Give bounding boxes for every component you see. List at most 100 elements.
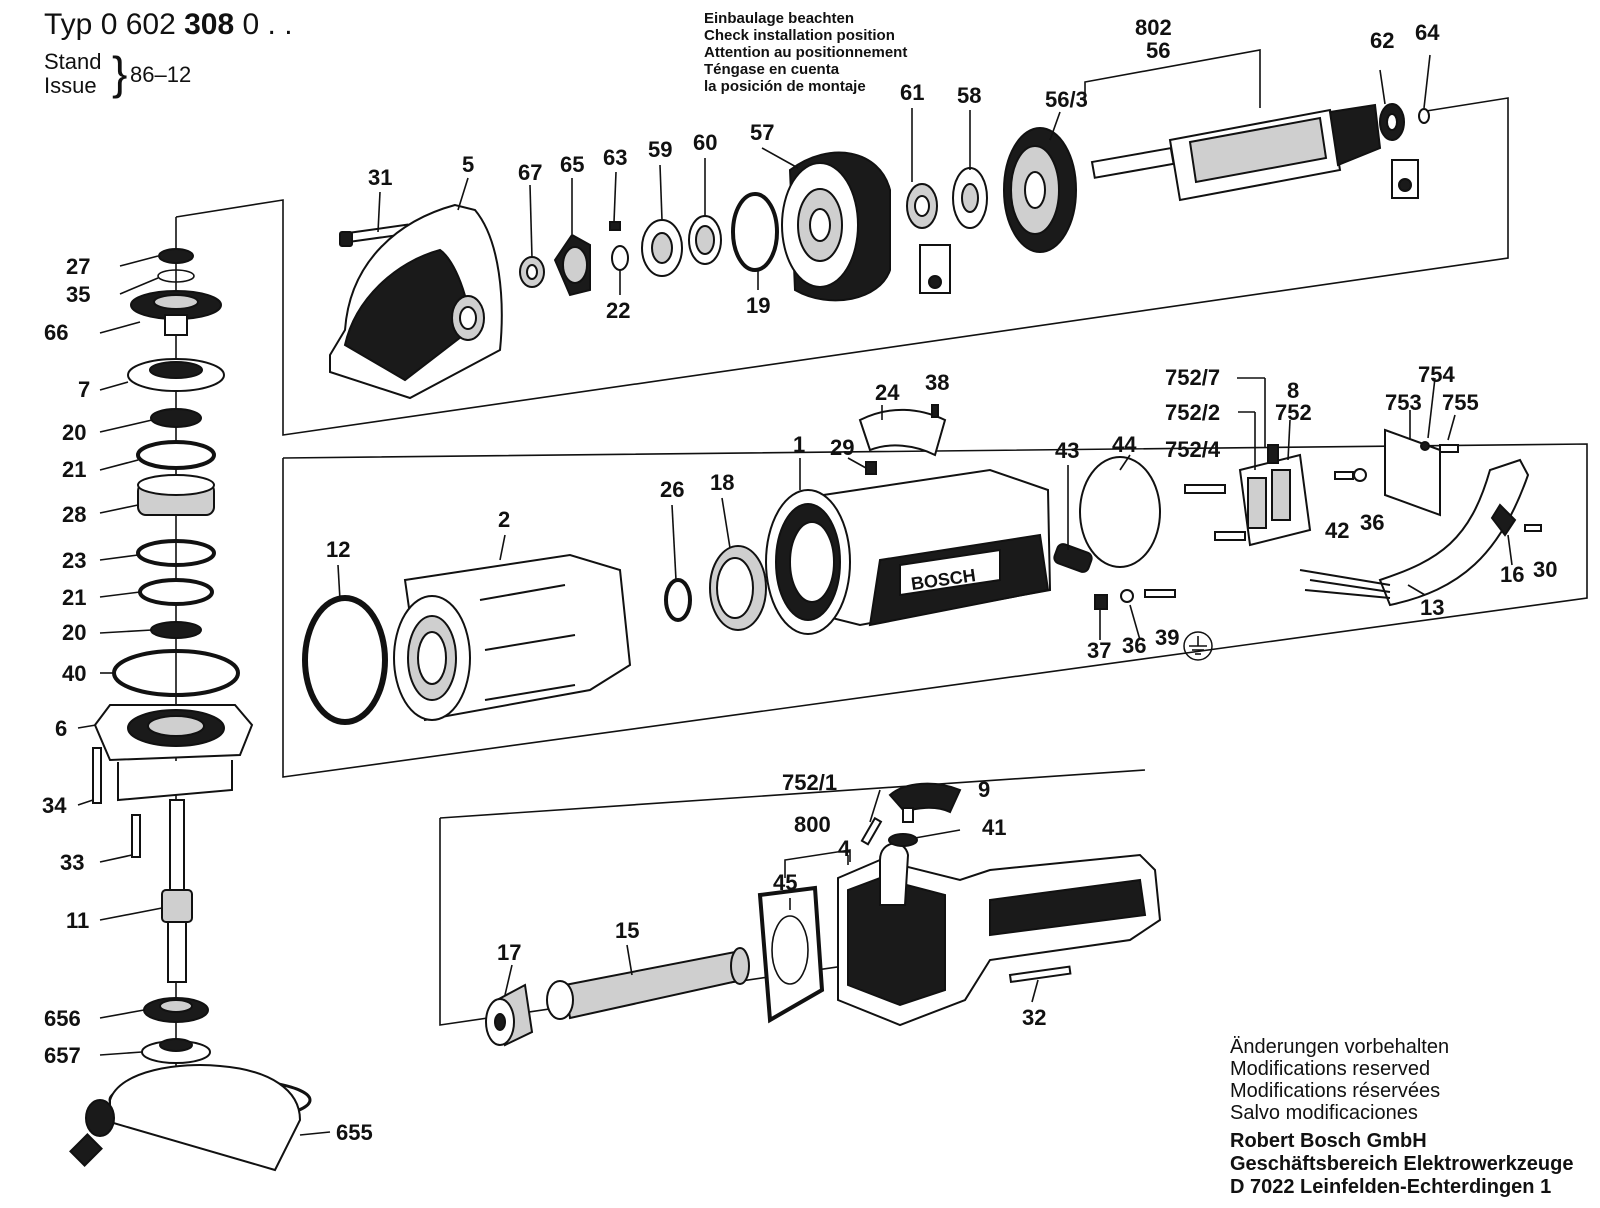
ring-20-bottom (150, 621, 202, 639)
bracket-802-56 (1084, 49, 1261, 108)
ring-35 (157, 269, 195, 283)
callout-39: 39 (1155, 625, 1179, 650)
callout-42: 42 (1325, 518, 1349, 543)
callout-800: 800 (794, 812, 831, 837)
screw-32 (1008, 965, 1072, 984)
gasket-12 (302, 595, 388, 725)
guard-655 (69, 1064, 312, 1172)
type-number: Typ 0 602 308 0 . . (44, 8, 293, 42)
callout-63: 63 (603, 145, 627, 170)
callout-752-2: 752/2 (1165, 400, 1220, 425)
callout-9: 9 (978, 777, 990, 802)
issue-date: 86–12 (130, 62, 192, 87)
company-city: D 7022 Leinfelden-Echterdingen 1 (1230, 1176, 1552, 1198)
callout-65: 65 (560, 152, 584, 177)
ring-64 (1418, 108, 1430, 124)
callout-30: 30 (1533, 557, 1557, 582)
switch-752 (1238, 444, 1312, 547)
callout-23: 23 (62, 548, 86, 573)
bearing-67 (519, 256, 545, 288)
callout-56-3: 56/3 (1045, 87, 1088, 112)
callout-12: 12 (326, 537, 350, 562)
stand-label: Stand (44, 49, 102, 74)
note-es: Salvo modificaciones (1230, 1102, 1418, 1124)
callout-752-7: 752/7 (1165, 365, 1220, 390)
carbon-holder-43 (1053, 543, 1093, 573)
washer-36b (1120, 589, 1134, 603)
callout-752: 752 (1275, 400, 1312, 425)
type-bold: 308 (184, 8, 235, 41)
bracket-800 (784, 849, 851, 878)
leader-lines (77, 54, 1513, 1136)
lever-9 (888, 782, 962, 823)
installation-note-es-2: la posición de montaje (704, 78, 866, 95)
callout-11: 11 (66, 908, 89, 933)
callout-8: 8 (1287, 378, 1299, 403)
callout-43: 43 (1055, 438, 1079, 463)
screw-34 (92, 747, 102, 804)
bearing-flange-7 (127, 358, 225, 392)
stand-issue-labels: Stand Issue (44, 50, 102, 98)
callout-20-top: 20 (62, 420, 86, 445)
modification-notes: Änderungen vorbehalten Modifications res… (1230, 1036, 1449, 1124)
gasket-45 (757, 885, 825, 1024)
callout-17: 17 (497, 940, 521, 965)
callout-20-bottom: 20 (62, 620, 86, 645)
company-name: Robert Bosch GmbH (1230, 1130, 1427, 1152)
note-en: Modifications reserved (1230, 1058, 1431, 1080)
screw-38 (931, 404, 939, 418)
type-suffix: 0 . . (242, 8, 293, 41)
bearing-ring-18 (709, 545, 767, 631)
cover-24 (858, 408, 947, 457)
callout-32: 32 (1022, 1005, 1046, 1030)
installation-note: Einbaulage beachten Check installation p… (704, 10, 907, 95)
callout-15: 15 (615, 918, 639, 943)
pinion-65 (553, 233, 591, 297)
bearing-27 (158, 248, 194, 264)
callout-27: 27 (66, 254, 90, 279)
screw-33 (131, 814, 141, 858)
callout-16: 16 (1500, 562, 1524, 587)
callout-29: 29 (830, 435, 854, 460)
screw-42 (1334, 471, 1354, 480)
crown-gear-66 (130, 290, 222, 336)
handle-housing-4 (837, 842, 1162, 1027)
washer-21-bottom (138, 578, 214, 606)
ring-26 (664, 578, 692, 622)
bearing-60 (688, 215, 722, 265)
tube-15 (546, 947, 750, 1020)
callout-66: 66 (44, 320, 68, 345)
screw-752-4 (1184, 484, 1226, 494)
washer-41 (888, 833, 918, 847)
callout-657: 657 (44, 1043, 81, 1068)
callout-22: 22 (606, 298, 630, 323)
callout-4: 4 (838, 836, 851, 861)
callout-38: 38 (925, 370, 949, 395)
cap-44 (1079, 456, 1161, 568)
callout-752-1: 752/1 (782, 770, 837, 795)
callout-61: 61 (900, 80, 924, 105)
callout-7: 7 (78, 377, 90, 402)
callout-24: 24 (875, 380, 900, 405)
callout-56: 56 (1146, 38, 1170, 63)
callout-753: 753 (1385, 390, 1422, 415)
callout-752-4: 752/4 (1165, 437, 1221, 462)
clamp-16 (1490, 503, 1517, 537)
callout-21-bottom: 21 (62, 585, 86, 610)
bearing-flange-57 (781, 151, 891, 302)
callout-802: 802 (1135, 15, 1172, 40)
callout-36-bottom: 36 (1122, 633, 1146, 658)
frame-middle-group (282, 443, 1588, 778)
screw-63 (609, 221, 621, 231)
type-prefix: 0 602 (100, 8, 176, 41)
callout-34: 34 (42, 793, 67, 818)
callout-754: 754 (1418, 362, 1455, 387)
callout-58: 58 (957, 83, 981, 108)
ring-20-top (150, 408, 202, 428)
callout-labels: 31 5 67 65 63 59 60 57 61 58 56/3 802 56… (42, 15, 1557, 1145)
motor-housing-group: BOSCH (302, 404, 1542, 725)
washer-754 (1420, 441, 1430, 451)
callout-44: 44 (1112, 432, 1137, 457)
bosch-nameplate (899, 548, 1001, 597)
